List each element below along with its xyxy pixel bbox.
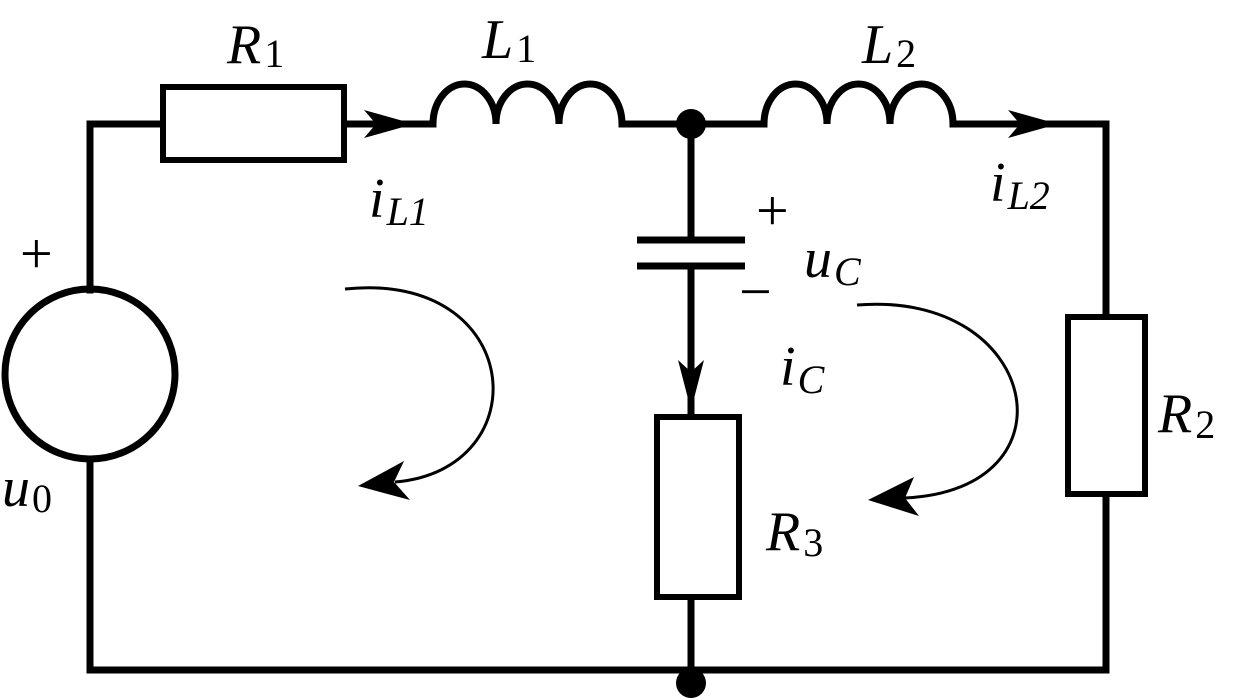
label-r3-symbol: R [765, 501, 800, 563]
label-l2: L2 [861, 14, 916, 76]
label-il1: iL1 [369, 168, 429, 234]
label-l2-symbol: L [861, 14, 893, 76]
mesh-loop-arrowhead-right [868, 477, 919, 516]
wires [86, 120, 1110, 674]
resistor-r2 [1065, 314, 1148, 497]
inductor-l2 [760, 80, 957, 125]
capacitor-plus-sign: + [756, 178, 789, 243]
label-ic: iC [780, 336, 826, 402]
inductor-l1 [429, 80, 626, 125]
label-u0-symbol: u [2, 457, 30, 519]
label-l2-index: 2 [896, 31, 916, 76]
mesh-loop-arrow-right [856, 302, 1019, 500]
source-plus-sign: + [20, 221, 53, 286]
label-l1: L1 [481, 9, 536, 71]
label-uc-symbol: u [804, 228, 832, 290]
wire-r2-bottom [86, 458, 1110, 674]
wire-l2-right [949, 120, 1110, 321]
label-r2-symbol: R [1157, 383, 1192, 445]
label-l1-symbol: L [481, 9, 513, 71]
label-u0-index: 0 [32, 476, 52, 521]
mesh-loop-arrowhead-left [358, 461, 410, 500]
label-uc: uC [804, 228, 862, 294]
label-il1-symbol: i [369, 168, 385, 230]
resistor-r1 [160, 84, 347, 163]
current-arrow-ic [678, 360, 704, 410]
current-arrow-il1 [364, 110, 414, 138]
current-arrow-il2 [1008, 110, 1058, 138]
label-r3-index: 3 [803, 520, 823, 565]
label-u0: u0 [2, 457, 52, 521]
label-il2-index: L2 [1007, 173, 1050, 218]
resistor-r3 [654, 414, 742, 600]
voltage-source [1, 285, 179, 463]
label-r3: R3 [765, 501, 823, 565]
label-ic-symbol: i [780, 336, 796, 398]
label-r1: R1 [226, 14, 284, 76]
label-r2: R2 [1157, 383, 1215, 447]
junction-node-bottom [676, 668, 706, 698]
mesh-loop-arrow-left [344, 286, 495, 484]
label-ic-index: C [798, 357, 826, 402]
wire-left-top [86, 120, 167, 294]
label-l1-index: 1 [516, 26, 536, 71]
label-il1-index: L1 [386, 189, 429, 234]
label-r1-index: 1 [264, 31, 284, 76]
junction-node-top [676, 109, 706, 139]
label-il2-symbol: i [990, 152, 1006, 214]
label-r2-index: 2 [1195, 402, 1215, 447]
label-uc-index: C [834, 249, 862, 294]
label-il2: iL2 [990, 152, 1050, 218]
capacitor-minus-sign: − [739, 259, 772, 324]
label-r1-symbol: R [226, 14, 261, 76]
capacitor [637, 236, 745, 270]
